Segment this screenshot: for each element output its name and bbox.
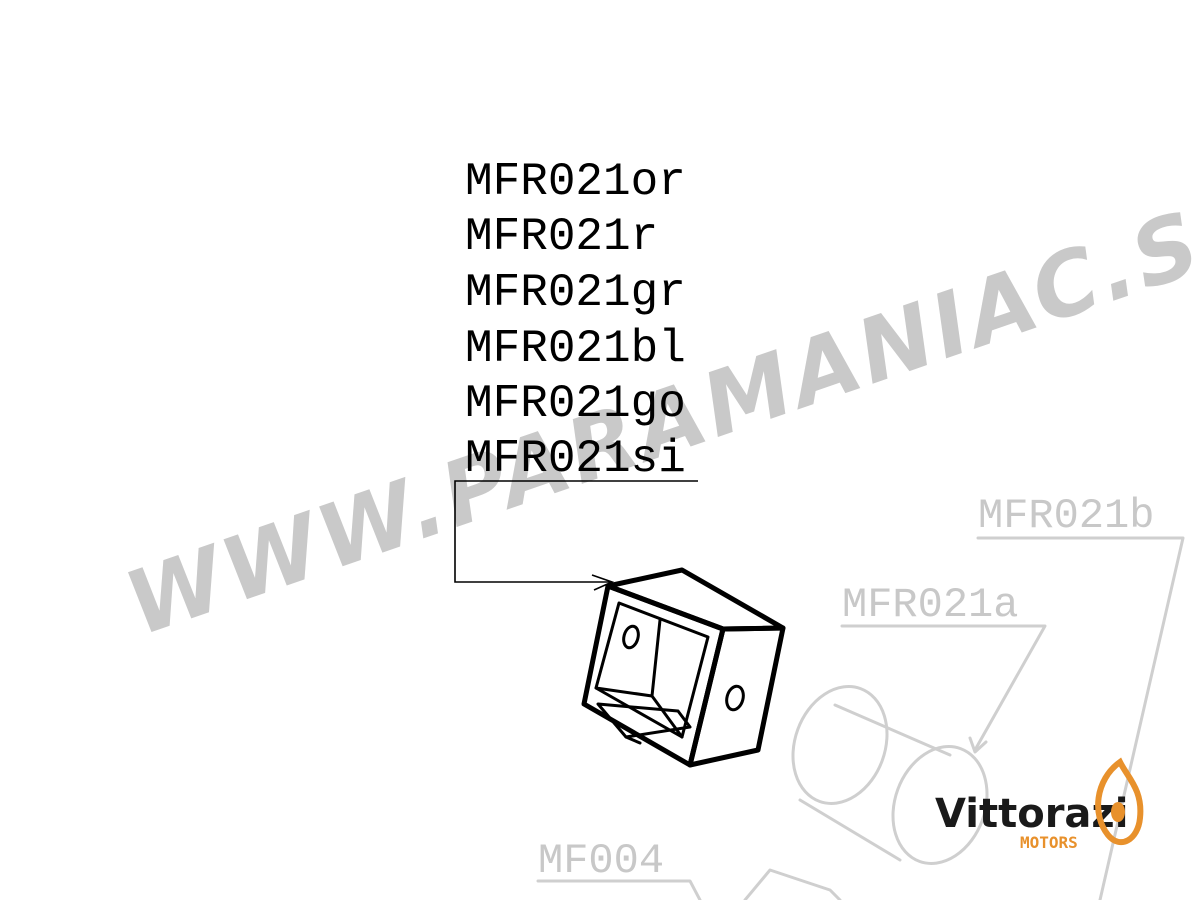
ghost-parts [536, 536, 1185, 900]
ghost-leader-a [840, 624, 1047, 752]
part-code-item: MFR021bl [465, 323, 686, 375]
box-slot-edge [624, 735, 642, 745]
part-leader [454, 480, 698, 591]
part-code-item: MFR021go [465, 378, 686, 430]
box-front-inner [594, 601, 710, 739]
box-top-face [605, 567, 786, 632]
box-hole-right [725, 684, 745, 712]
leader-arrow [591, 574, 615, 591]
box-right-face [687, 625, 786, 768]
ghost-label-mfr021a: MFR021a [842, 581, 1018, 629]
logo-sub-text: MOTORS [1020, 833, 1078, 852]
vittorazi-logo: Vittorazi MOTORS [935, 757, 1144, 852]
part-code-item: MFR021si [465, 433, 686, 485]
part-code-item: MFR021gr [465, 267, 686, 319]
box-bottom-slot [596, 702, 692, 739]
ghost-leader-a-arrow [968, 736, 988, 754]
part-code-item: MFR021r [465, 211, 658, 263]
ghost-cylinder [798, 703, 952, 862]
ghost-cylinder-back [791, 685, 889, 805]
ghost-leader-mf004 [536, 879, 702, 900]
logo-flame-icon [1095, 757, 1144, 846]
box-hole-left [622, 624, 640, 650]
ghost-bottom-part [743, 868, 842, 900]
ghost-label-mf004: MF004 [538, 837, 664, 885]
ghost-label-mfr021b: MFR021b [978, 492, 1154, 540]
ghost-cylinder-front [891, 745, 989, 865]
part-code-list: MFR021or MFR021r MFR021gr MFR021bl MFR02… [465, 156, 686, 485]
main-part-box [581, 567, 786, 768]
part-code-item: MFR021or [465, 156, 686, 208]
leader-line [454, 480, 698, 583]
